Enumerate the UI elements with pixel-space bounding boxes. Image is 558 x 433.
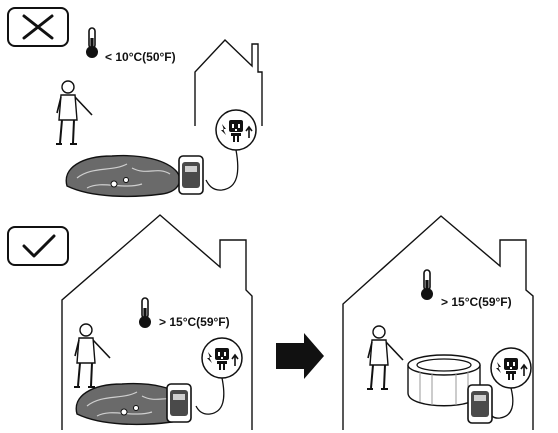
incorrect-panel: < 10°C(50°F) bbox=[8, 8, 262, 196]
power-cord-left bbox=[196, 378, 224, 414]
power-plug-icon bbox=[216, 110, 256, 150]
power-cord-right bbox=[490, 388, 513, 418]
thermometer-right-icon bbox=[421, 270, 433, 300]
pump-icon bbox=[179, 156, 203, 194]
temperature-label-right: > 15°C(59°F) bbox=[441, 295, 512, 309]
correct-panel: > 15°C(59°F) > 15°C(59°F) bbox=[8, 215, 533, 430]
person-right-icon bbox=[367, 326, 403, 389]
pump-right-icon bbox=[468, 385, 492, 423]
person-left-icon bbox=[74, 324, 110, 387]
temperature-label-low: < 10°C(50°F) bbox=[105, 50, 176, 64]
thermometer-icon bbox=[86, 28, 98, 58]
person-icon bbox=[56, 81, 92, 144]
thermometer-left-icon bbox=[139, 298, 151, 328]
cross-icon bbox=[8, 8, 68, 46]
right-arrow-icon bbox=[276, 333, 324, 379]
power-plug-right-icon bbox=[491, 348, 531, 388]
temperature-label-left: > 15°C(59°F) bbox=[159, 315, 230, 329]
power-plug-left-icon bbox=[202, 338, 242, 378]
check-icon bbox=[8, 227, 68, 265]
power-cord bbox=[206, 150, 238, 190]
pump-left-icon bbox=[167, 384, 191, 422]
deflated-spa-icon bbox=[66, 156, 179, 197]
